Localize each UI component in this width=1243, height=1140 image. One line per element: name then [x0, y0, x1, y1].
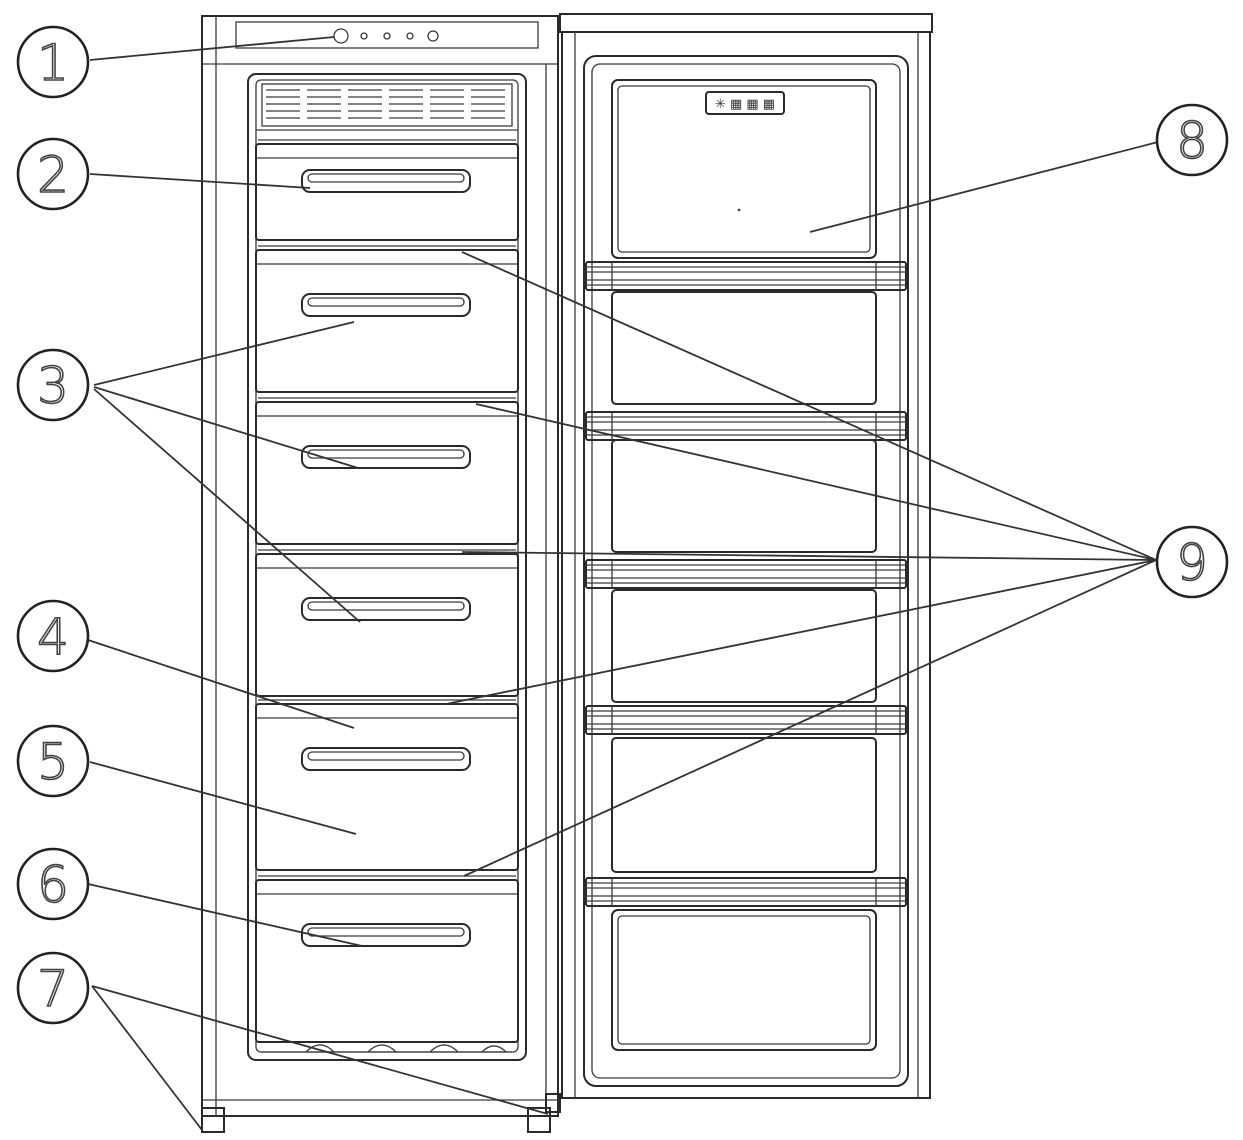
callout-3: 3: [16, 348, 90, 422]
drawer-rollers: [262, 1044, 512, 1053]
leader-lines: [87, 36, 1159, 1131]
drawer-handle: [301, 169, 471, 193]
callout-4: 4: [16, 599, 90, 673]
grille-slot: [430, 89, 464, 119]
drawer: [255, 699, 519, 871]
callout-6: 6: [16, 847, 90, 921]
callout-number: 5: [37, 733, 69, 791]
callouts: 1 2 3 4 5 6 7 8 9: [16, 25, 1229, 1025]
callout-number: 3: [37, 357, 69, 415]
svg-text:✳ ▦ ▦ ▦: ✳ ▦ ▦ ▦: [715, 97, 775, 112]
drawers: [255, 139, 519, 1043]
freezer-door: [559, 13, 933, 1099]
callout-1: 1: [16, 25, 90, 99]
callout-8: 8: [1155, 103, 1229, 177]
drawer-handle: [301, 597, 471, 621]
door-shelf: [585, 705, 907, 735]
glass-shelves: [585, 261, 907, 907]
cabinet-liner: [247, 73, 527, 1061]
grille-slot: [266, 89, 300, 119]
door-inner-panel: ✳ ▦ ▦ ▦: [611, 79, 877, 259]
door-compartments: [611, 291, 877, 1051]
vent-grille: [256, 83, 518, 131]
drawer: [255, 397, 519, 545]
callout-number: 9: [1176, 534, 1208, 592]
drawer-handle: [301, 293, 471, 317]
drawer-handle: [301, 923, 471, 947]
door-shelf: [585, 411, 907, 441]
callout-9: 9: [1155, 525, 1229, 599]
drawer: [255, 245, 519, 393]
grille-slot: [307, 89, 341, 119]
callout-number: 2: [37, 146, 69, 204]
callout-number: 1: [37, 34, 69, 92]
door-shelf: [585, 559, 907, 589]
control-panel: [235, 21, 539, 49]
door-shelf: [585, 261, 907, 291]
callout-5: 5: [16, 724, 90, 798]
callout-number: 8: [1176, 112, 1208, 170]
drawer-handle: [301, 747, 471, 771]
callout-2: 2: [16, 137, 90, 211]
grille-slot: [471, 89, 505, 119]
callout-7: 7: [16, 951, 90, 1025]
callout-number: 4: [37, 608, 69, 666]
drawer: [255, 549, 519, 697]
drawer: [255, 875, 519, 1043]
door-shelf: [585, 877, 907, 907]
callout-number: 6: [37, 856, 69, 914]
grille-slot: [348, 89, 382, 119]
drawer-handle: [301, 445, 471, 469]
drawer: [255, 139, 519, 241]
grille-slot: [389, 89, 423, 119]
callout-number: 7: [37, 960, 69, 1018]
